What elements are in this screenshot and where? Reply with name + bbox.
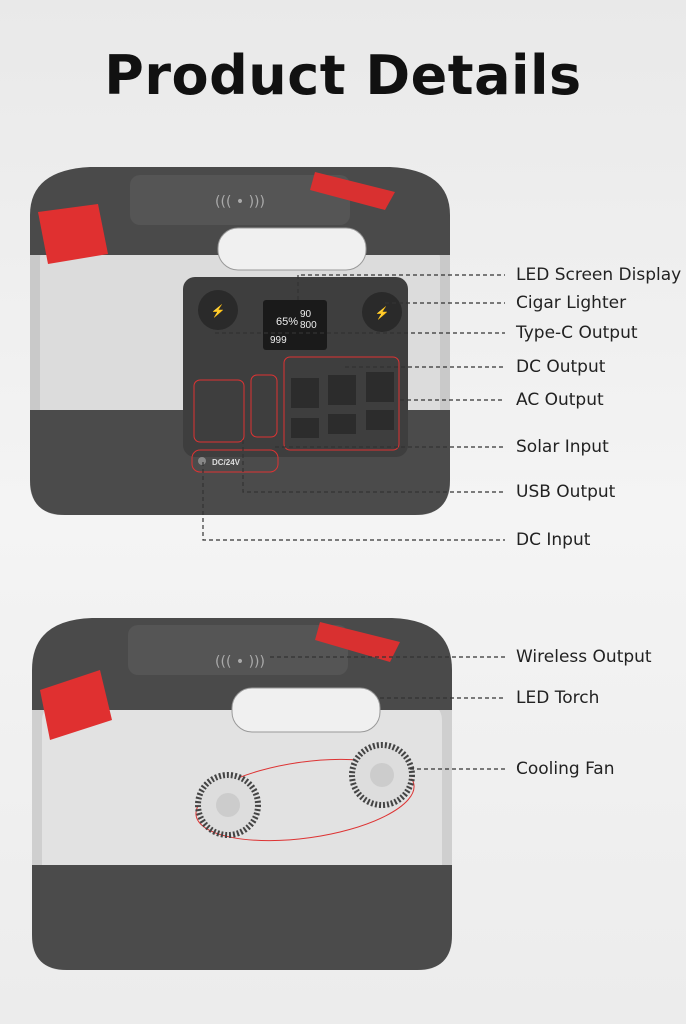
label-dc-output: DC Output [516, 357, 606, 377]
label-cooling-fan: Cooling Fan [516, 759, 615, 779]
label-led-screen-display: LED Screen Display [516, 265, 682, 285]
power-station-front: ((( • ))) ⚡ ⚡ 65% 90 800 999 DC/24V [30, 167, 450, 515]
label-ac-output: AC Output [516, 390, 604, 410]
dc-input-label: DC/24V [212, 458, 241, 467]
screen-val2: 800 [300, 320, 317, 331]
svg-text:((( • ))): ((( • ))) [215, 194, 265, 210]
power-station-back: ((( • ))) [32, 618, 452, 970]
label-usb-output: USB Output [516, 482, 616, 502]
svg-text:((( • ))): ((( • ))) [215, 654, 265, 670]
label-cigar-lighter: Cigar Lighter [516, 293, 627, 313]
svg-text:⚡: ⚡ [211, 304, 226, 318]
leader-lines [202, 274, 505, 770]
label-solar-input: Solar Input [516, 437, 609, 457]
screen-val3: 999 [270, 335, 287, 346]
page-title: Product Details [104, 44, 582, 107]
label-type-c-output: Type-C Output [516, 323, 638, 343]
label-wireless-output: Wireless Output [516, 647, 652, 667]
label-led-torch: LED Torch [516, 688, 600, 708]
svg-text:⚡: ⚡ [375, 306, 390, 320]
screen-battery: 65% [276, 316, 298, 328]
label-dc-input: DC Input [516, 530, 591, 550]
screen-val1: 90 [300, 309, 312, 320]
